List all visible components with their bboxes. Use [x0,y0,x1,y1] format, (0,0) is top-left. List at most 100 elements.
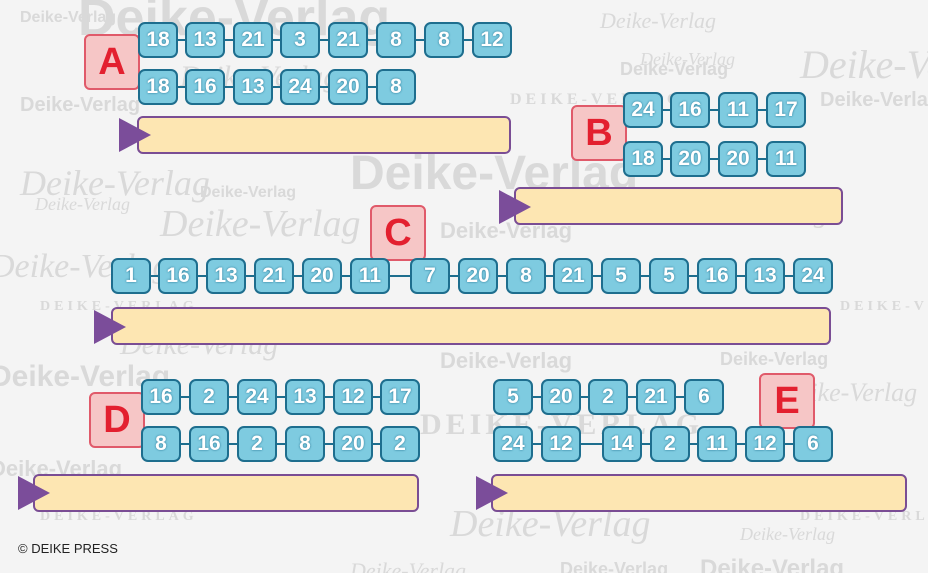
number-tile: 20 [328,69,368,105]
arrow-icon [476,476,508,510]
number-tile: 5 [649,258,689,294]
number-tile: 24 [623,92,663,128]
number-tile: 13 [285,379,325,415]
answer-bar-d[interactable] [33,474,419,512]
number-tile: 11 [350,258,390,294]
number-tile: 20 [302,258,342,294]
number-tile: 20 [670,141,710,177]
watermark-text: DEIKE-VERLAG [840,299,928,314]
number-tile: 8 [141,426,181,462]
number-tile: 8 [376,69,416,105]
number-tile: 24 [793,258,833,294]
watermark-text: Deike-Verlag [35,194,130,214]
watermark-text: Deike-Verlag [700,555,845,573]
number-tile: 16 [158,258,198,294]
number-tile: 13 [206,258,246,294]
number-tile: 8 [506,258,546,294]
number-tile: 1 [111,258,151,294]
number-tile: 2 [380,426,420,462]
number-tile: 3 [280,22,320,58]
number-tile: 5 [493,379,533,415]
number-tile: 24 [237,379,277,415]
number-tile: 21 [328,22,368,58]
group-label-e: E [759,373,815,429]
arrow-icon [94,310,126,344]
watermark-text: Deike-Verlag [160,203,361,245]
watermark-text: Deike-Verlag [640,49,735,69]
watermark-text: Deike-Verlag [200,184,297,201]
number-tile: 21 [254,258,294,294]
number-tile: 6 [793,426,833,462]
number-tile: 12 [541,426,581,462]
number-tile: 8 [376,22,416,58]
number-tile: 21 [636,379,676,415]
watermark-text: Deike-Verlag [620,59,729,79]
number-tile: 16 [141,379,181,415]
watermark-text: DEIKE-VERLAG [800,509,928,524]
answer-bar-c[interactable] [111,307,831,345]
number-tile: 21 [553,258,593,294]
number-tile: 24 [493,426,533,462]
number-tile: 2 [237,426,277,462]
watermark-text: Deike-Verlag [740,524,835,544]
number-tile: 13 [185,22,225,58]
number-tile: 2 [588,379,628,415]
number-tile: 16 [670,92,710,128]
number-tile: 12 [472,22,512,58]
number-tile: 17 [766,92,806,128]
watermark-text: Deike-Verlag [350,558,467,573]
number-tile: 7 [410,258,450,294]
copyright-notice: © DEIKE PRESS [18,541,118,556]
number-tile: 12 [333,379,373,415]
number-tile: 11 [697,426,737,462]
watermark-text: Deike-Verlag [820,89,928,111]
number-tile: 11 [766,141,806,177]
number-tile: 16 [185,69,225,105]
number-tile: 2 [650,426,690,462]
tile-connector [138,39,512,41]
number-tile: 17 [380,379,420,415]
number-tile: 21 [233,22,273,58]
arrow-icon [18,476,50,510]
group-label-c: C [370,205,426,261]
number-tile: 5 [601,258,641,294]
answer-bar-a[interactable] [137,116,511,154]
tile-connector [623,158,806,160]
watermark-text: Deike-Verlag [20,9,117,26]
number-tile: 18 [138,22,178,58]
watermark-text: Deike-Verlag [560,559,669,573]
watermark-text: DEIKE-VERLAG [40,509,198,524]
tile-connector [138,86,416,88]
arrow-icon [499,190,531,224]
number-tile: 24 [280,69,320,105]
number-tile: 11 [718,92,758,128]
answer-bar-b[interactable] [514,187,843,225]
number-tile: 13 [233,69,273,105]
number-tile: 18 [138,69,178,105]
number-tile: 16 [697,258,737,294]
watermark-text: Deike-Verlag [600,8,717,33]
number-tile: 20 [458,258,498,294]
number-tile: 20 [333,426,373,462]
number-tile: 18 [623,141,663,177]
tile-connector [141,396,420,398]
number-tile: 12 [745,426,785,462]
number-tile: 14 [602,426,642,462]
watermark-text: Deike-Verlag [20,94,141,116]
number-tile: 13 [745,258,785,294]
number-tile: 20 [541,379,581,415]
number-tile: 6 [684,379,724,415]
watermark-text: Deike-Verlag [720,349,829,369]
number-tile: 8 [285,426,325,462]
tile-connector [141,443,420,445]
group-label-d: D [89,392,145,448]
watermark-text: Deike-Verlag [20,163,210,203]
number-tile: 2 [189,379,229,415]
number-tile: 20 [718,141,758,177]
group-label-b: B [571,105,627,161]
tile-connector [623,109,806,111]
number-tile: 8 [424,22,464,58]
answer-bar-e[interactable] [491,474,907,512]
group-label-a: A [84,34,140,90]
watermark-text: Deike-Verlag [800,42,928,87]
